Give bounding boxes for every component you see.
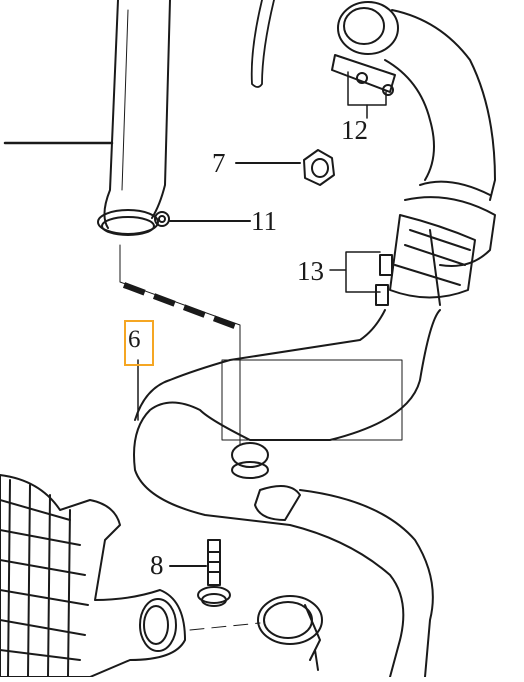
callout-12[interactable]: 12 bbox=[341, 115, 368, 145]
intake-manifold bbox=[0, 474, 186, 678]
center-line bbox=[189, 622, 261, 631]
dashed-align bbox=[122, 282, 242, 331]
coupling-13 bbox=[375, 214, 476, 306]
upper-right-hose bbox=[337, 1, 496, 267]
cable bbox=[250, 0, 275, 88]
callout-11[interactable]: 11 bbox=[251, 206, 277, 236]
main-hose-6 bbox=[133, 309, 441, 678]
leader-13 bbox=[329, 251, 381, 293]
upper-pipe bbox=[97, 0, 171, 236]
callout-8[interactable]: 8 bbox=[150, 550, 164, 580]
clamp-12 bbox=[331, 54, 396, 96]
alignment-line bbox=[119, 244, 241, 446]
nut-7 bbox=[303, 149, 335, 186]
callout-6[interactable]: 6 bbox=[128, 326, 141, 353]
callout-7[interactable]: 7 bbox=[212, 148, 226, 178]
callout-13[interactable]: 13 bbox=[297, 256, 324, 286]
bolt-8 bbox=[197, 539, 231, 607]
bolt-11 bbox=[154, 211, 170, 227]
callout-6-highlight bbox=[124, 320, 154, 366]
lower-clamp bbox=[257, 595, 323, 671]
